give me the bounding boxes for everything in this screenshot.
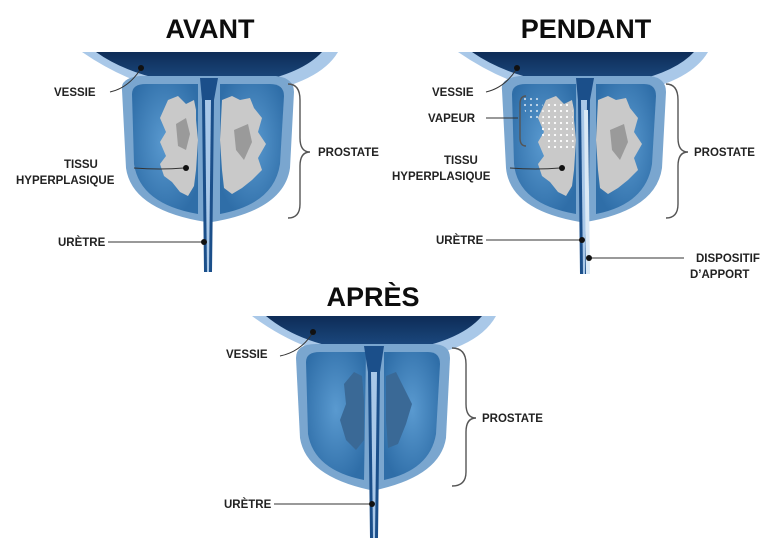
leader-bladder-after [279,333,313,357]
leader-tissue-during [509,167,561,170]
label-urethra-after: URÈTRE [224,498,272,511]
marker-urethra-after [369,501,375,507]
vapor-cloud [540,102,574,150]
panel-title-after: APRÈS [326,281,419,312]
leader-tissue-before [133,167,185,170]
label-tissue-line1-before: TISSU [64,159,98,171]
label-urethra-before: URÈTRE [58,236,106,249]
marker-bladder-during [514,65,520,71]
label-device-line2: D’APPORT [690,269,749,281]
urethra-during [576,78,594,274]
label-bladder-after: VESSIE [226,349,268,361]
label-tissue-line2-before: HYPERPLASIQUE [16,175,115,187]
panel-title-during: PENDANT [521,14,652,44]
panel-before: AVANT VESSIE TISSU H [16,14,379,272]
label-tissue-line1-during: TISSU [444,155,478,167]
label-vapor: VAPEUR [428,113,476,125]
panel-during: PENDANT VESSIE [392,14,760,281]
label-bladder-before: VESSIE [54,87,96,99]
label-urethra-during: URÈTRE [436,234,484,247]
label-prostate-after: PROSTATE [482,413,543,425]
hyperplastic-tissue-before [160,96,266,196]
brace-prostate-before [287,83,311,219]
marker-bladder-after [310,329,316,335]
urethra-before [200,78,218,272]
label-device-line1: DISPOSITIF [696,253,760,265]
brace-vapor [519,95,527,147]
label-tissue-line2-during: HYPERPLASIQUE [392,171,491,183]
marker-bladder-before [138,65,144,71]
brace-prostate-after [451,347,477,487]
panel-after: APRÈS VESSIE URÈTRE PROSTATE [224,281,543,538]
label-prostate-during: PROSTATE [694,147,755,159]
shrunken-tissue-after [340,372,412,450]
marker-tissue-before [183,165,189,171]
brace-prostate-during [665,83,689,219]
urethra-after [364,346,384,538]
marker-urethra-before [201,239,207,245]
leader-bladder-before [109,69,141,93]
marker-urethra-during [579,237,585,243]
delivery-device [584,110,590,274]
label-bladder-during: VESSIE [432,87,474,99]
marker-tissue-during [559,165,565,171]
label-prostate-before: PROSTATE [318,147,379,159]
panel-title-before: AVANT [166,14,255,44]
hyperplastic-tissue-during [520,94,642,196]
marker-device [586,255,592,261]
leader-bladder-during [485,69,517,93]
